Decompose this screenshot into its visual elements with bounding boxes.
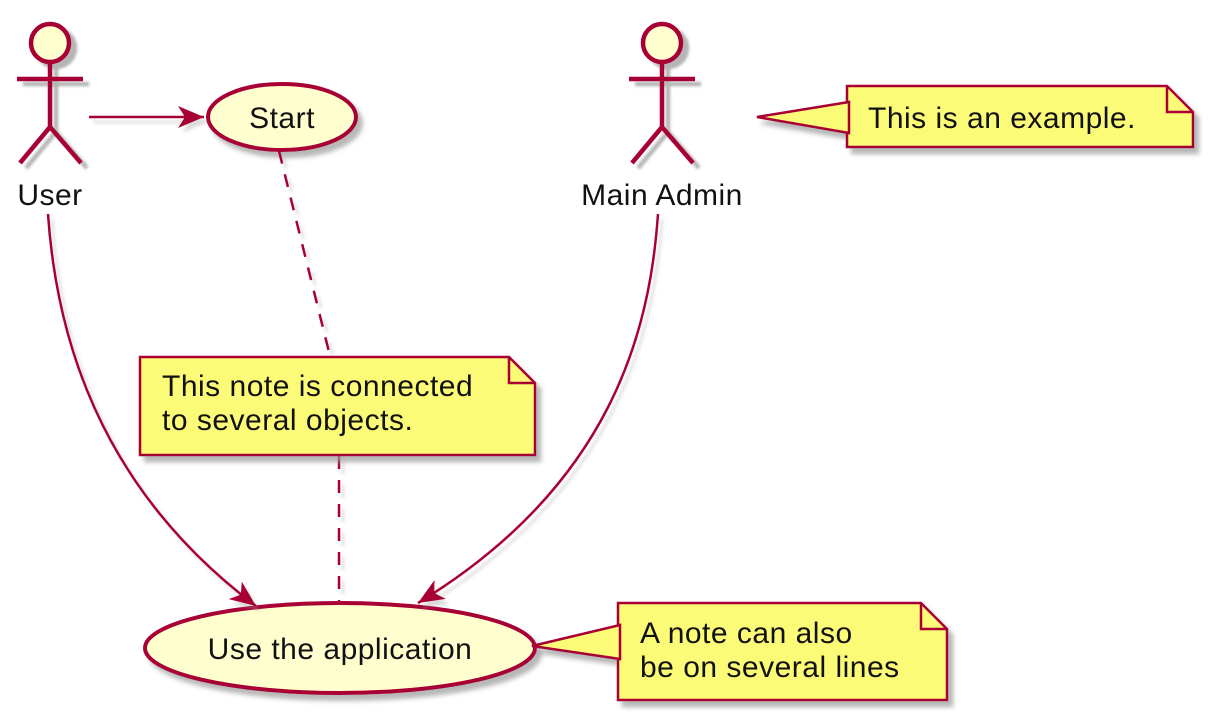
- usecase-use-application: Use the application: [143, 601, 537, 695]
- actor-user-label: User: [17, 179, 82, 212]
- note-example-pointer: [756, 100, 851, 135]
- note-several-objects-text-line2: to several objects.: [162, 404, 413, 437]
- note-example: This is an example.: [756, 84, 1195, 149]
- edge-main-admin-to-use-application: [417, 213, 660, 605]
- note-example-text: This is an example.: [868, 102, 1136, 135]
- usecase-start-ellipse: [206, 82, 358, 152]
- note-example-fold-icon: [1165, 86, 1193, 114]
- actor-main-admin-left-leg: [630, 125, 664, 165]
- actor-user-right-leg: [48, 125, 83, 165]
- actor-user: User: [17, 21, 83, 212]
- note-several-lines: A note can also be on several lines: [531, 601, 949, 702]
- note-several-objects-text-line1: This note is connected: [162, 370, 473, 403]
- note-several-objects-body: [138, 355, 537, 457]
- actor-user-left-leg: [18, 125, 52, 165]
- note-several-lines-text-line1: A note can also: [640, 617, 853, 650]
- actor-main-admin-right-leg: [660, 125, 695, 165]
- actor-main-admin-label: Main Admin: [581, 179, 743, 212]
- usecase-use-application-ellipse: [143, 601, 537, 695]
- edge-user-to-use-application: [46, 213, 257, 607]
- diagram-edges: [46, 106, 660, 607]
- note-several-objects: This note is connected to several object…: [138, 355, 537, 457]
- note-several-lines-pointer: [531, 623, 622, 661]
- edge-start-to-note: [277, 150, 332, 357]
- actor-user-head-icon: [28, 21, 72, 65]
- usecase-start: Start: [206, 82, 358, 152]
- note-several-lines-body: [616, 601, 949, 702]
- note-several-objects-fold-icon: [507, 357, 535, 385]
- usecase-use-application-label: Use the application: [208, 633, 473, 666]
- actor-main-admin-head-icon: [640, 21, 684, 65]
- note-example-body: [845, 84, 1195, 149]
- usecase-start-label: Start: [249, 102, 315, 135]
- actor-main-admin: Main Admin: [581, 21, 743, 212]
- note-several-lines-text-line2: be on several lines: [640, 651, 900, 684]
- note-several-lines-fold-icon: [919, 603, 947, 631]
